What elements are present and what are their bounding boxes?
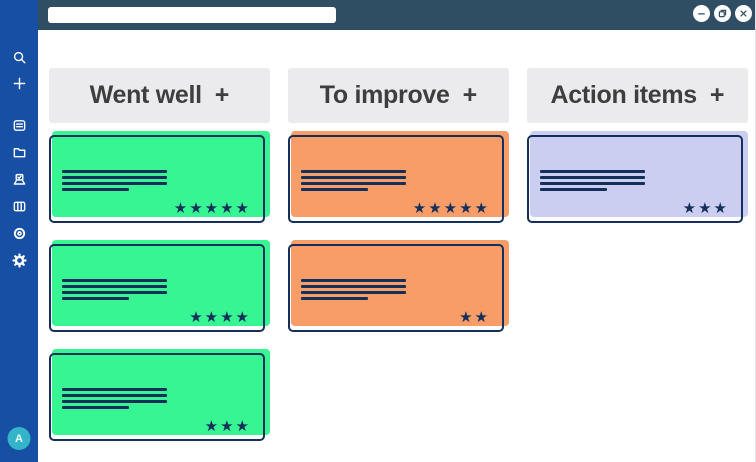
star-rating[interactable]: ★★★★★	[173, 199, 251, 217]
card-outline	[288, 244, 504, 332]
text-line	[540, 188, 607, 191]
text-line	[301, 291, 406, 294]
sidebar-primary-actions	[11, 49, 27, 91]
card-outline	[49, 244, 265, 332]
star-rating[interactable]: ★★★★★	[412, 199, 490, 217]
text-line	[62, 297, 129, 300]
card-outline	[288, 135, 504, 223]
card-text-placeholder	[62, 279, 167, 300]
card-outline	[49, 135, 265, 223]
text-line	[62, 285, 167, 288]
text-line	[62, 279, 167, 282]
text-line	[301, 285, 406, 288]
window-controls	[693, 5, 752, 22]
text-line	[301, 176, 406, 179]
search-input[interactable]	[48, 7, 336, 23]
text-line	[62, 394, 167, 397]
board-column: To improve+★★★★★★★	[288, 68, 509, 462]
card-icon[interactable]	[11, 117, 27, 133]
column-header: To improve +	[288, 68, 509, 123]
search-icon[interactable]	[11, 49, 27, 65]
column-cards: ★★★★★★★★★★★★	[49, 131, 270, 441]
sidebar: A	[0, 0, 38, 462]
text-line	[62, 291, 167, 294]
column-cards: ★★★	[527, 131, 748, 223]
retro-card[interactable]: ★★★★★	[288, 131, 509, 223]
target-icon[interactable]	[11, 225, 27, 241]
column-title: Action items	[550, 81, 697, 109]
card-fill	[52, 349, 270, 435]
text-line	[62, 406, 129, 409]
text-line	[62, 182, 167, 185]
columns-icon[interactable]	[11, 198, 27, 214]
card-fill	[291, 240, 509, 326]
card-text-placeholder	[301, 170, 406, 191]
text-line	[62, 388, 167, 391]
text-line	[540, 170, 645, 173]
topbar	[38, 0, 755, 30]
retro-card[interactable]: ★★★	[49, 349, 270, 441]
column-title: Went well	[89, 81, 202, 109]
text-line	[540, 176, 645, 179]
sidebar-nav	[11, 117, 27, 268]
text-line	[301, 279, 406, 282]
card-outline	[49, 353, 265, 441]
folder-icon[interactable]	[11, 144, 27, 160]
column-header: Went well +	[49, 68, 270, 123]
retro-board: Went well+★★★★★★★★★★★★To improve+★★★★★★★…	[38, 30, 755, 462]
board-column: Action items + ★★★	[527, 68, 748, 462]
card-fill	[52, 240, 270, 326]
star-rating[interactable]: ★★★	[204, 417, 251, 435]
text-line	[301, 182, 406, 185]
add-card-button[interactable]: +	[214, 81, 230, 109]
retro-card[interactable]: ★★★★	[49, 240, 270, 332]
settings-icon[interactable]	[11, 252, 27, 268]
text-line	[62, 188, 129, 191]
retro-card[interactable]: ★★★	[527, 131, 748, 223]
card-fill	[530, 131, 748, 217]
text-line	[301, 170, 406, 173]
maximize-button[interactable]	[714, 5, 731, 22]
card-text-placeholder	[62, 170, 167, 191]
star-rating[interactable]: ★★	[459, 308, 490, 326]
retro-card[interactable]: ★★	[288, 240, 509, 332]
text-line	[62, 400, 167, 403]
column-header: Action items +	[527, 68, 748, 123]
column-cards: ★★★★★★★	[288, 131, 509, 332]
text-line	[301, 188, 368, 191]
star-rating[interactable]: ★★★	[682, 199, 729, 217]
text-line	[62, 176, 167, 179]
retro-card[interactable]: ★★★★★	[49, 131, 270, 223]
text-line	[540, 182, 645, 185]
avatar[interactable]: A	[7, 427, 31, 450]
minimize-button[interactable]	[693, 5, 710, 22]
card-fill	[291, 131, 509, 217]
add-icon[interactable]	[11, 75, 27, 91]
text-line	[301, 297, 368, 300]
add-card-button[interactable]: +	[462, 81, 478, 109]
star-rating[interactable]: ★★★★	[189, 308, 251, 326]
card-fill	[52, 131, 270, 217]
board-column: Went well+★★★★★★★★★★★★	[49, 68, 270, 462]
card-text-placeholder	[301, 279, 406, 300]
card-text-placeholder	[540, 170, 645, 191]
close-button[interactable]	[735, 5, 752, 22]
column-title: To improve	[319, 81, 450, 109]
ballot-icon[interactable]	[11, 171, 27, 187]
add-card-button[interactable]: +	[709, 81, 725, 109]
text-line	[62, 170, 167, 173]
card-outline	[527, 135, 743, 223]
card-text-placeholder	[62, 388, 167, 409]
